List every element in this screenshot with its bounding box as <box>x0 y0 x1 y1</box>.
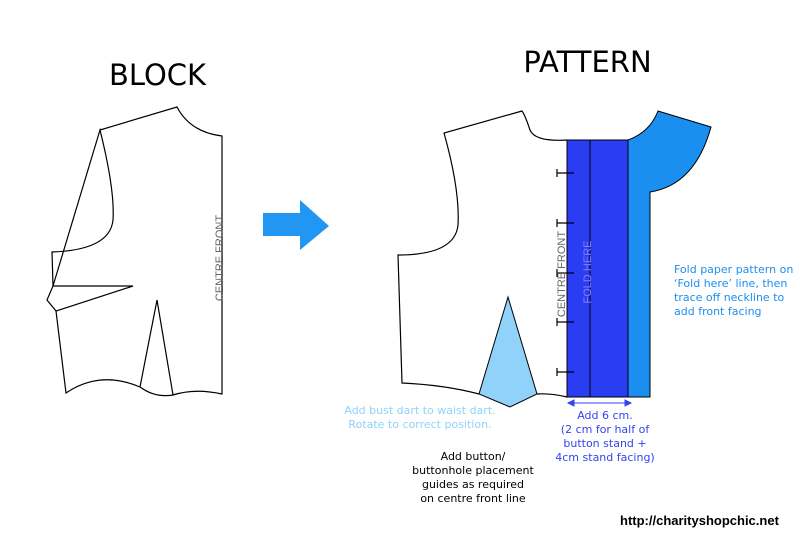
note-line: (2 cm for half of <box>560 423 650 436</box>
light-facing <box>627 110 712 398</box>
note-line: trace off neckline to <box>674 291 785 304</box>
note-line: buttonhole placement <box>412 464 534 477</box>
note-line: 4cm stand facing) <box>555 451 655 464</box>
fold-here-label: FOLD HERE <box>582 240 594 304</box>
block-title: BLOCK <box>108 58 207 92</box>
dart <box>478 295 538 408</box>
bust-dart-note: Add bust dart to waist dart. Rotate to c… <box>340 404 500 432</box>
note-line: Rotate to correct position. <box>348 418 492 431</box>
block-outline <box>46 106 223 397</box>
note-line: guides as required <box>421 478 525 491</box>
note-line: Add bust dart to waist dart. <box>344 404 496 417</box>
note-line: Fold paper pattern on <box>674 263 794 276</box>
stand-facing-strip <box>589 139 629 398</box>
button-guides-note: Add button/ buttonhole placement guides … <box>408 450 538 506</box>
note-line: button stand + <box>563 437 647 450</box>
arrow-right-icon <box>263 200 329 250</box>
pattern-outline <box>397 110 568 398</box>
centre-front-label-block: CENTRE FRONT <box>214 214 226 302</box>
note-line: Add 6 cm. <box>577 409 633 422</box>
centre-front-label-pattern: CENTRE FRONT <box>556 230 568 318</box>
note-line: add front facing <box>674 305 762 318</box>
site-url: http://charityshopchic.net <box>620 513 779 528</box>
width-arrow <box>566 399 633 407</box>
button-guides <box>556 169 574 376</box>
note-line: Add button/ <box>440 450 506 463</box>
note-line: on centre front line <box>420 492 526 505</box>
fold-note: Fold paper pattern on ‘Fold here’ line, … <box>674 263 793 319</box>
note-line: ‘Fold here’ line, then <box>674 277 788 290</box>
add-6cm-note: Add 6 cm. (2 cm for half of button stand… <box>550 409 660 465</box>
pattern-title: PATTERN <box>523 45 652 79</box>
